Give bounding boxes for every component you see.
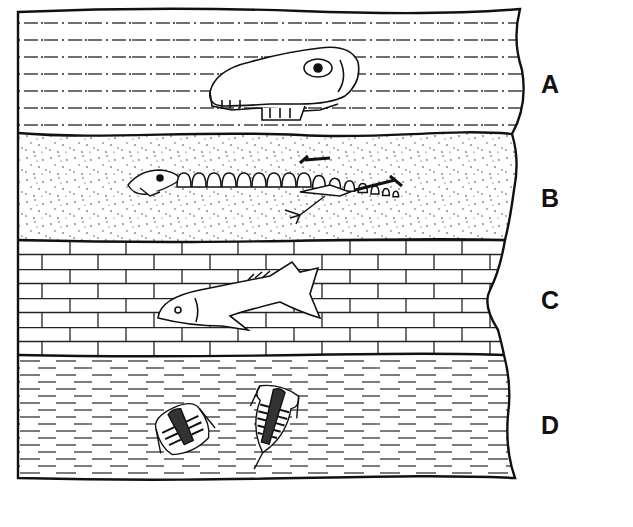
layer-letter: A: [541, 72, 559, 97]
layer-letter: D: [541, 413, 559, 438]
trilobite-fossil: [146, 381, 304, 476]
skull-fossil: [210, 47, 359, 120]
layer-letter: C: [541, 288, 559, 313]
layer-letter: B: [541, 186, 559, 211]
fish-fossil: [158, 262, 320, 330]
skeleton-fossil: [128, 156, 402, 224]
